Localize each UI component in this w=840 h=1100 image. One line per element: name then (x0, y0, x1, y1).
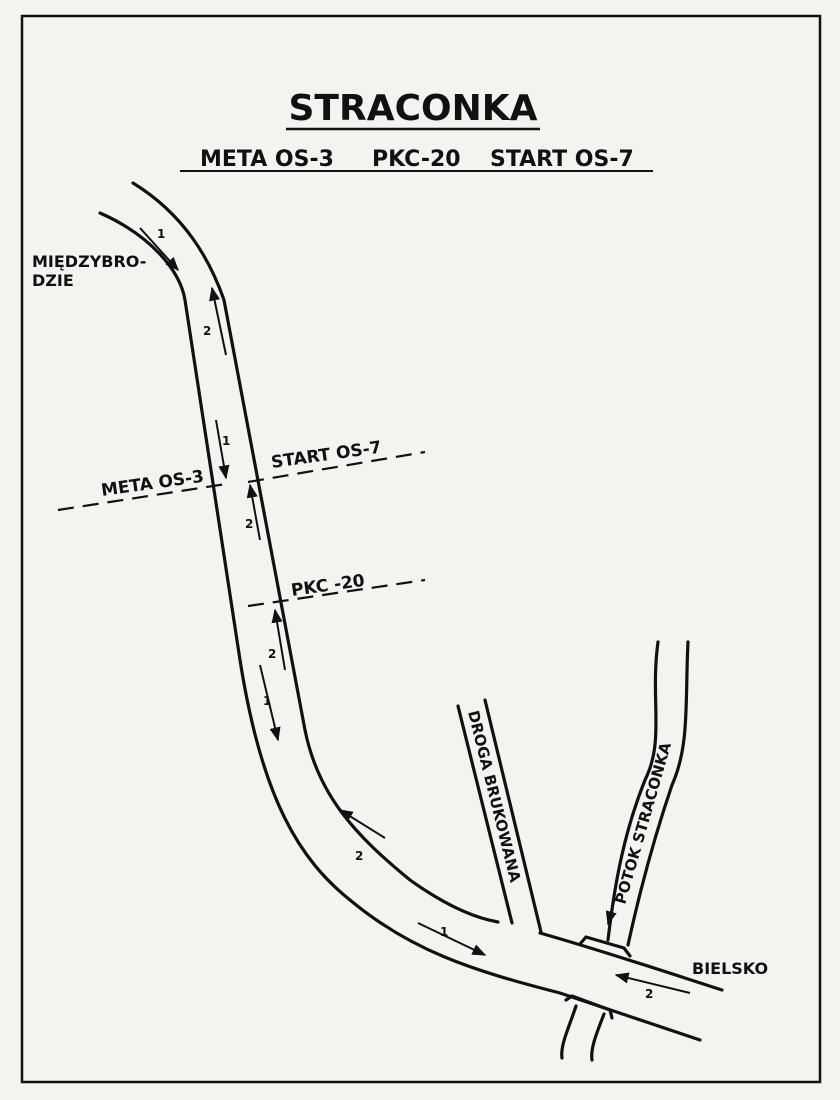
direction-number: 1 (222, 434, 230, 448)
label-bielsko: BIELSKO (692, 959, 768, 978)
side-road-left-edge (456, 704, 514, 925)
direction-number: 2 (355, 849, 363, 863)
arrow-2-pkc (271, 608, 286, 671)
arrow-1-lower (259, 664, 281, 742)
subtitle-meta: META OS-3 (200, 147, 334, 172)
direction-number: 2 (245, 517, 253, 531)
main-road-right-edge (131, 181, 500, 924)
direction-number: 2 (645, 987, 653, 1001)
bridge-lower (564, 994, 614, 1020)
map-frame (20, 14, 822, 1084)
meta-os3-line (57, 482, 227, 512)
arrow-2-start (246, 483, 261, 541)
direction-number: 1 (263, 694, 271, 708)
start-os7-line (247, 450, 426, 484)
label-miedzybrodzie-1: MIĘDZYBRO- (32, 252, 146, 271)
map-title: STRACONKA (289, 88, 538, 129)
stream-right-bank (626, 640, 690, 947)
arrow-1-meta (215, 419, 230, 480)
subtitle-start: START OS-7 (490, 147, 634, 172)
subtitle-pkc: PKC-20 (372, 147, 461, 172)
direction-number: 2 (268, 647, 276, 661)
label-pkc-20: PKC -20 (290, 571, 366, 601)
arrow-1-junction (417, 922, 487, 956)
direction-number: 1 (440, 925, 448, 939)
arrow-stream (605, 897, 617, 926)
side-road-right-edge (483, 698, 543, 934)
direction-number: 1 (157, 227, 165, 241)
stream-left-bank (606, 640, 660, 942)
label-meta-os3: META OS-3 (100, 467, 205, 501)
arrow-2-bielsko (614, 972, 691, 994)
stream-lower-right-bank (590, 1012, 606, 1062)
arrow-1-top (139, 227, 179, 272)
arrow-2-curve (338, 809, 386, 839)
main-road-right-edge-east (538, 931, 724, 992)
arrow-2-top (209, 286, 227, 356)
stream-lower-left-bank (560, 1004, 578, 1060)
direction-number: 2 (203, 324, 211, 338)
label-miedzybrodzie-2: DZIE (32, 271, 74, 290)
bridge-upper (578, 935, 632, 958)
pkc-20-line (247, 578, 426, 608)
